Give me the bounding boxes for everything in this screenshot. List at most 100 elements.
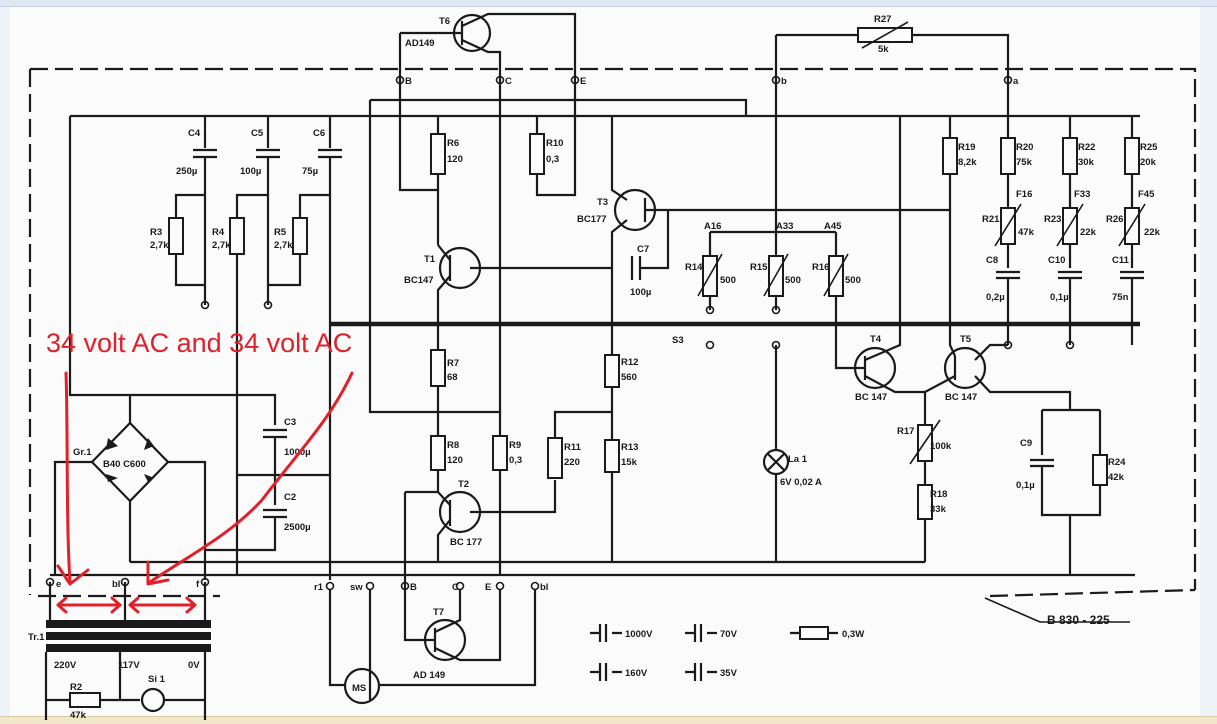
label-c10-val: 0,1µ <box>1050 292 1069 303</box>
label-r27-val: 5k <box>878 44 889 55</box>
label-r12: R12 <box>621 357 638 368</box>
label-bridge: B40 C600 <box>103 459 146 470</box>
label-r24-val: 42k <box>1108 472 1125 483</box>
label-t5: T5 <box>960 334 972 345</box>
label-t6-type: AD149 <box>405 38 435 49</box>
label-t1-type: BC147 <box>404 275 434 286</box>
label-r24: R24 <box>1108 457 1126 468</box>
label-r25: R25 <box>1140 142 1158 153</box>
red-annotation: 34 volt AC and 34 volt AC <box>46 328 354 614</box>
module-boundary-bottom <box>38 588 1196 598</box>
label-t1: T1 <box>424 254 436 265</box>
label-c3-val: 1000µ <box>284 447 311 458</box>
label-r18: R18 <box>930 489 947 500</box>
module-boundary <box>28 67 1197 595</box>
label-r21-val: 47k <box>1018 227 1035 238</box>
label-r21: R21 <box>982 214 1000 225</box>
label-r23: R23 <box>1044 214 1061 225</box>
legend-03w: 0,3W <box>842 629 864 640</box>
label-r10: R10 <box>546 138 563 149</box>
label-r9: R9 <box>509 440 521 451</box>
viewer-top-bar <box>0 0 1217 7</box>
label-t4: T4 <box>870 334 882 345</box>
label-ms: MS <box>352 683 366 694</box>
label-t2: T2 <box>458 479 469 490</box>
terminal-bl2: bl <box>540 582 548 593</box>
annotation-arrow-left <box>56 371 90 586</box>
label-r22: R22 <box>1078 142 1095 153</box>
label-c7-val: 100µ <box>630 287 651 298</box>
label-r7: R7 <box>447 358 459 369</box>
label-r8: R8 <box>447 440 459 451</box>
terminal-b: B <box>410 582 417 593</box>
label-c8-val: 0,2µ <box>986 292 1005 303</box>
terminal-sw: sw <box>350 582 363 593</box>
label-r20-val: 75k <box>1016 157 1033 168</box>
label-c5: C5 <box>251 128 264 139</box>
label-220v: 220V <box>54 660 77 671</box>
label-t3: T3 <box>597 197 608 208</box>
label-a33: A33 <box>776 221 793 232</box>
label-s3: S3 <box>672 335 684 346</box>
label-r22-val: 30k <box>1078 157 1095 168</box>
label-t7-type: AD 149 <box>413 670 445 681</box>
legend-160v: 160V <box>625 668 648 679</box>
annotation-span-right <box>128 596 197 614</box>
component-legend <box>590 624 838 681</box>
label-c9-val: 0,1µ <box>1016 480 1035 491</box>
label-r3: R3 <box>150 227 162 238</box>
label-r26-val: 22k <box>1144 227 1161 238</box>
terminal-e2: E <box>485 582 491 593</box>
label-r11: R11 <box>564 442 582 453</box>
label-r2: R2 <box>70 682 82 693</box>
component-labels: T6 AD149 T1 BC147 T2 BC 177 T3 BC177 T4 … <box>28 14 1161 721</box>
terminal-a-top: a <box>1013 76 1019 87</box>
label-c8: C8 <box>986 255 998 266</box>
label-r5: R5 <box>274 227 287 238</box>
label-r17: R17 <box>897 426 914 437</box>
terminal-bl: bl <box>112 579 120 590</box>
label-t4-type: BC 147 <box>855 392 887 403</box>
label-r14-val: 500 <box>720 275 736 286</box>
label-r5-val: 2,7k <box>274 240 293 251</box>
label-r13-val: 15k <box>621 457 638 468</box>
label-r13: R13 <box>621 442 638 453</box>
terminal-e: e <box>56 579 61 590</box>
label-r19-val: 8,2k <box>958 157 977 168</box>
terminal-row <box>45 75 1075 591</box>
label-c2: C2 <box>284 492 296 503</box>
terminal-f: f <box>196 579 200 590</box>
label-t7: T7 <box>433 607 444 618</box>
label-c6-val: 75µ <box>302 166 318 177</box>
label-r27: R27 <box>874 14 891 25</box>
label-la1-val: 6V 0,02 A <box>780 477 822 488</box>
label-r15-val: 500 <box>785 275 801 286</box>
label-c4: C4 <box>188 128 201 139</box>
label-f33: F33 <box>1074 189 1090 200</box>
label-f16: F16 <box>1016 189 1032 200</box>
label-a16: A16 <box>704 221 721 232</box>
label-c7: C7 <box>637 244 649 255</box>
label-r19: R19 <box>958 142 975 153</box>
label-r10-val: 0,3 <box>546 154 559 165</box>
terminal-r1: r1 <box>314 582 324 593</box>
label-r16: R16 <box>812 262 829 273</box>
label-c2-val: 2500µ <box>284 522 311 533</box>
label-r16-val: 500 <box>845 275 861 286</box>
label-a45: A45 <box>824 221 842 232</box>
label-r14: R14 <box>685 262 703 273</box>
terminal-e-top: E <box>580 76 586 87</box>
label-r18-val: 33k <box>930 504 947 515</box>
legend-35v: 35V <box>720 668 738 679</box>
annotation-arrow-right <box>146 371 354 586</box>
label-r12-val: 560 <box>621 372 637 383</box>
label-gr1: Gr.1 <box>73 447 92 458</box>
label-r20: R20 <box>1016 142 1033 153</box>
label-r2-val: 47k <box>70 710 87 721</box>
label-c10: C10 <box>1048 255 1065 266</box>
lower-rail <box>68 116 205 397</box>
terminal-c: C <box>452 582 459 593</box>
label-r4-val: 2,7k <box>212 240 231 251</box>
label-r26: R26 <box>1106 214 1123 225</box>
